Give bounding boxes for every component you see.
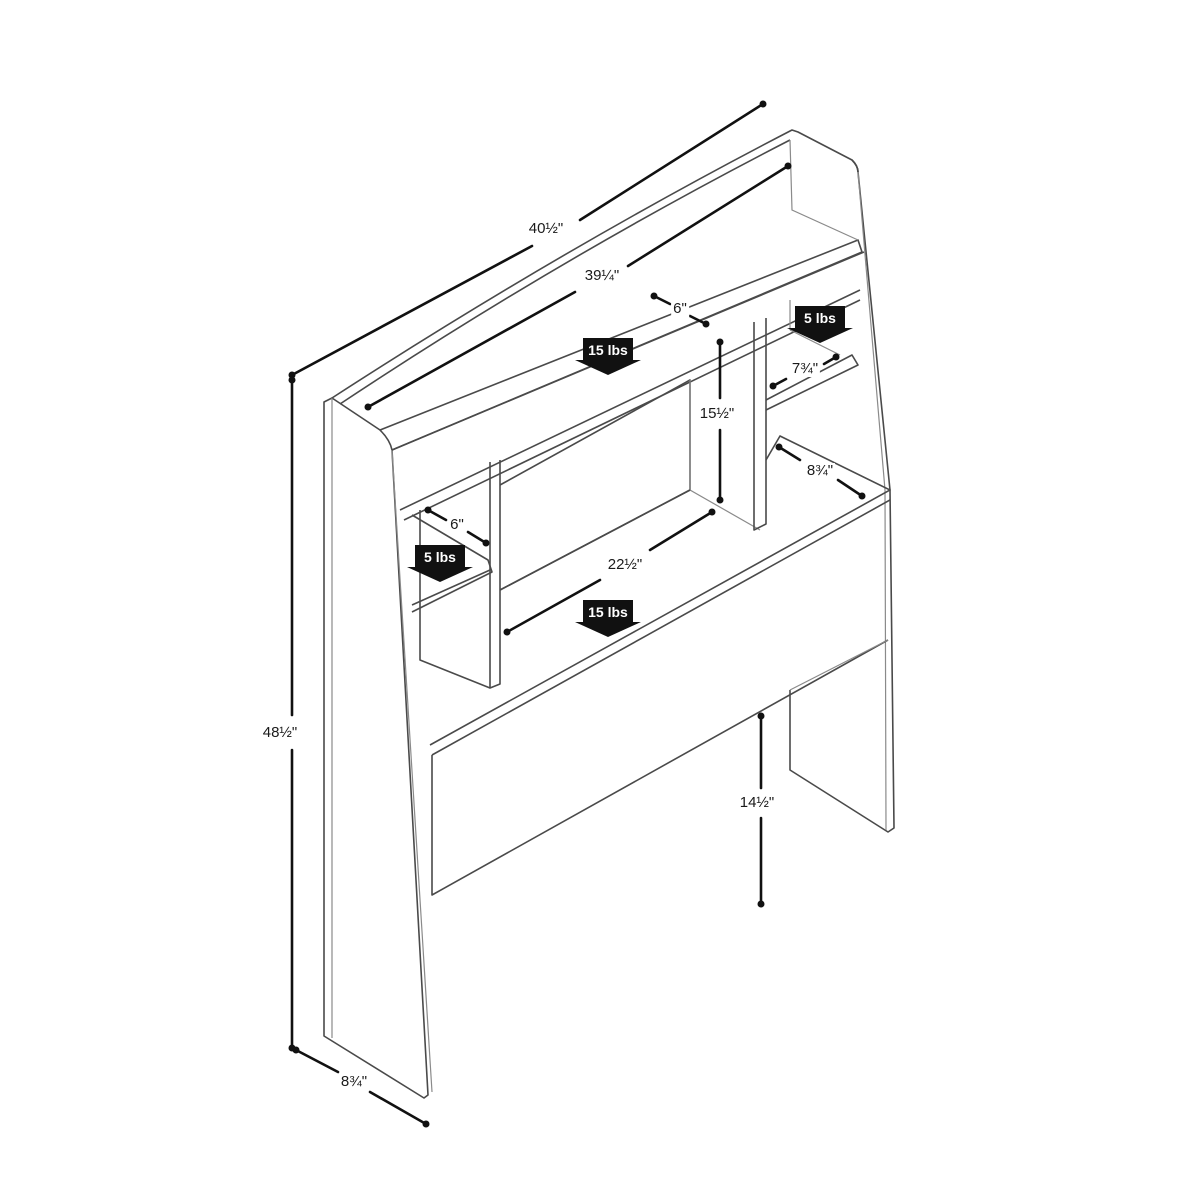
- weight-badge-top-shelf: 15 lbs: [575, 338, 641, 378]
- down-arrow-icon: [787, 328, 853, 343]
- right-upper-shelf-depth-label: 7¾": [789, 360, 821, 377]
- weight-badge-center-shelf-text: 15 lbs: [583, 600, 633, 624]
- down-arrow-icon: [575, 360, 641, 375]
- main-shelf: [429, 435, 891, 756]
- right-lower-shelf-depth-label: 8¾": [804, 462, 836, 479]
- left-shelf-depth-label: 6": [448, 516, 466, 533]
- center-shelf-width-label: 22½": [605, 556, 645, 573]
- dimension-lines: [288, 100, 866, 1128]
- overall-height-label: 48½": [260, 724, 300, 741]
- top-shelf-width-label: 39¼": [582, 267, 622, 284]
- leg-clearance-height-label: 14½": [737, 794, 777, 811]
- upper-shelf-rail: [399, 289, 861, 521]
- weight-badge-center-shelf: 15 lbs: [575, 600, 641, 640]
- down-arrow-icon: [407, 567, 473, 582]
- front-apron: [431, 639, 889, 896]
- top-shelf-depth-label: 6": [671, 300, 689, 317]
- weight-badge-right-upper-shelf-text: 5 lbs: [795, 306, 845, 330]
- weight-badge-top-shelf-text: 15 lbs: [583, 338, 633, 362]
- overall-width-label: 40½": [526, 220, 566, 237]
- top-shelf: [331, 129, 865, 451]
- left-small-shelf: [411, 514, 493, 613]
- weight-badge-left-shelf: 5 lbs: [407, 545, 473, 585]
- down-arrow-icon: [575, 622, 641, 637]
- base-depth-label: 8¾": [338, 1073, 370, 1090]
- center-opening-height-label: 15½": [697, 405, 737, 422]
- weight-badge-left-shelf-text: 5 lbs: [415, 545, 465, 569]
- weight-badge-right-upper-shelf: 5 lbs: [787, 306, 853, 346]
- right-side-panel: [789, 159, 895, 833]
